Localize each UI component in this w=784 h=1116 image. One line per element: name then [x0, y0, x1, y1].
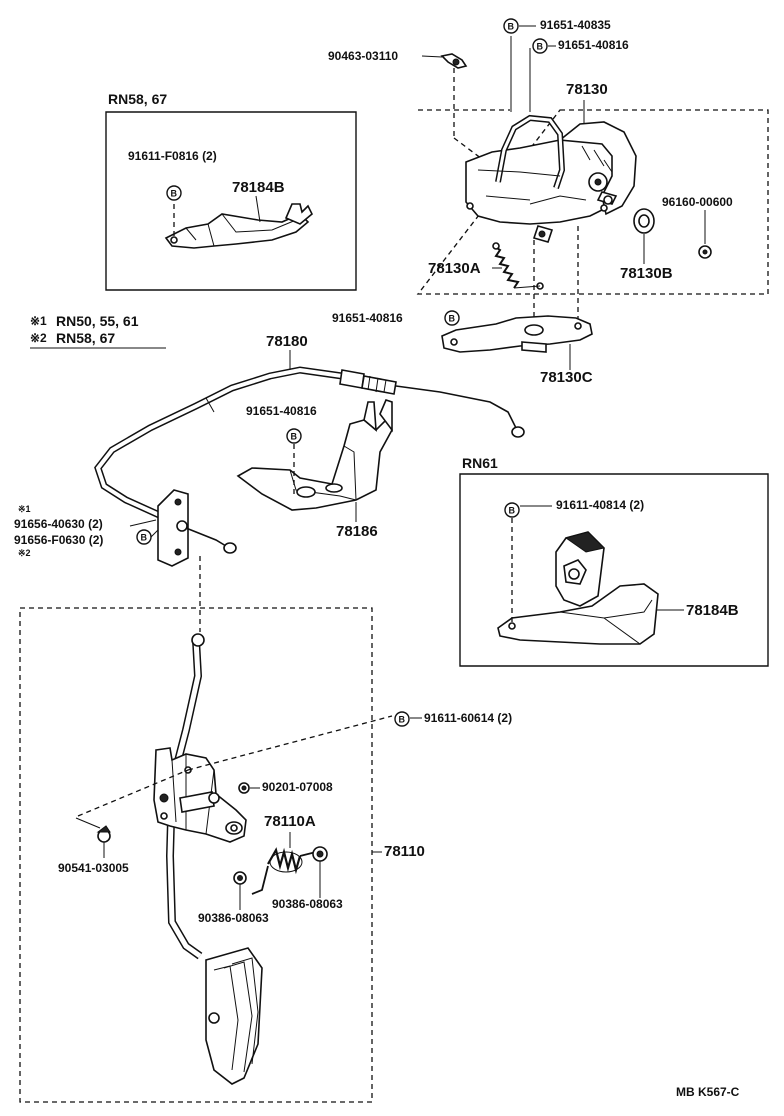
legend-text-1: RN50, 55, 61	[56, 313, 139, 329]
svg-text:B: B	[141, 533, 148, 543]
bracket-78184b-rn61	[498, 532, 658, 644]
bolt-mark-91651-40835: B	[504, 19, 518, 33]
bolt-mark-91651-40816-mid: B	[445, 311, 459, 325]
svg-text:B: B	[509, 506, 516, 516]
part-label-91611-f0816: 91611-F0816 (2)	[128, 149, 217, 163]
bracket-78184b-top	[166, 204, 312, 248]
part-label-91656-40630: 91656-40630 (2)	[14, 517, 103, 531]
bolt-mark-91651-40816-top: B	[533, 39, 547, 53]
legend-text-2: RN58, 67	[56, 330, 116, 346]
bolt-mark-91611-40814: B	[505, 503, 519, 517]
svg-text:B: B	[449, 314, 456, 324]
spring-78130a	[493, 243, 543, 289]
return-spring-78110a	[252, 850, 316, 894]
clip-90463-03110	[442, 54, 466, 68]
throttle-link-78130	[466, 118, 636, 242]
part-label-78186: 78186	[336, 523, 378, 540]
part-label-90463-03110: 90463-03110	[328, 49, 399, 63]
part-label-78130c: 78130C	[540, 369, 593, 386]
washer-90201-07008	[239, 783, 249, 793]
bracket-78186	[238, 400, 392, 510]
legend-mark-1: ※1	[30, 314, 47, 328]
part-label-78130a: 78130A	[428, 260, 481, 277]
diagram-code: MB K567-C	[676, 1085, 740, 1099]
part-label-78130: 78130	[566, 81, 608, 98]
pedal-dashed-frame	[20, 608, 372, 1102]
part-label-90386-08063-a: 90386-08063	[198, 911, 269, 925]
leader-91656-b	[151, 530, 158, 537]
bolt-mark-91656: B	[137, 530, 151, 544]
part-label-96160-00600: 96160-00600	[662, 195, 733, 209]
part-label-78184b-rn61: 78184B	[686, 602, 739, 619]
svg-text:B: B	[537, 42, 544, 52]
small-mark-2: ※2	[18, 548, 31, 558]
part-label-91651-40816-low: 91651-40816	[246, 404, 317, 418]
part-label-91611-40814: 91611-40814 (2)	[556, 498, 645, 512]
bushing-90386-08063-a	[234, 872, 246, 884]
part-label-91651-40835: 91651-40835	[540, 18, 611, 32]
leader-dashed-91611-60614	[188, 716, 392, 770]
leader-dashed-90541	[76, 818, 100, 828]
bolt-mark-91611-f0816: B	[167, 186, 181, 200]
leader-dashed-pedal-bolt-lower	[78, 770, 188, 816]
leader-78184b-top	[256, 196, 260, 222]
part-label-91611-60614: 91611-60614 (2)	[424, 711, 513, 725]
svg-text:B: B	[399, 715, 406, 725]
part-label-78130b: 78130B	[620, 265, 673, 282]
group-label-rn61: RN61	[462, 455, 498, 471]
rn61-inset-frame	[460, 474, 768, 666]
part-label-78110: 78110	[384, 843, 425, 860]
bolt-mark-91611-60614: B	[395, 712, 409, 726]
svg-text:B: B	[171, 189, 178, 199]
part-label-91651-40816-mid: 91651-40816	[332, 311, 403, 325]
group-label-rn58-67: RN58, 67	[108, 91, 168, 107]
screw-90541-03005	[98, 826, 110, 842]
throttle-link-dashed-frame	[418, 110, 768, 294]
cable-end-plate	[158, 490, 236, 566]
plate-78130c	[442, 316, 592, 352]
leader-90463-03110	[422, 56, 442, 57]
part-label-91651-40816-top: 91651-40816	[558, 38, 629, 52]
svg-text:B: B	[508, 22, 515, 32]
part-label-78180: 78180	[266, 333, 308, 350]
small-mark-1: ※1	[18, 504, 31, 514]
part-label-90201-07008: 90201-07008	[262, 780, 333, 794]
part-label-90541-03005: 90541-03005	[58, 861, 129, 875]
legend-mark-2: ※2	[30, 331, 47, 345]
part-label-90386-08063-b: 90386-08063	[272, 897, 343, 911]
nut-96160-00600	[699, 246, 711, 258]
bushing-90386-08063-b	[313, 847, 327, 861]
part-label-78184b-top: 78184B	[232, 179, 285, 196]
leader-91656-a	[130, 520, 156, 526]
accelerator-cable-78180	[98, 370, 524, 518]
svg-text:B: B	[291, 432, 298, 442]
bushing-78130b	[634, 209, 654, 233]
rn58-67-inset-frame	[106, 112, 356, 290]
bolt-mark-91651-40816-low: B	[287, 429, 301, 443]
accelerator-pedal-78110	[154, 634, 262, 1084]
part-label-78110a: 78110A	[264, 813, 316, 830]
part-label-91656-f0630: 91656-F0630 (2)	[14, 533, 104, 547]
